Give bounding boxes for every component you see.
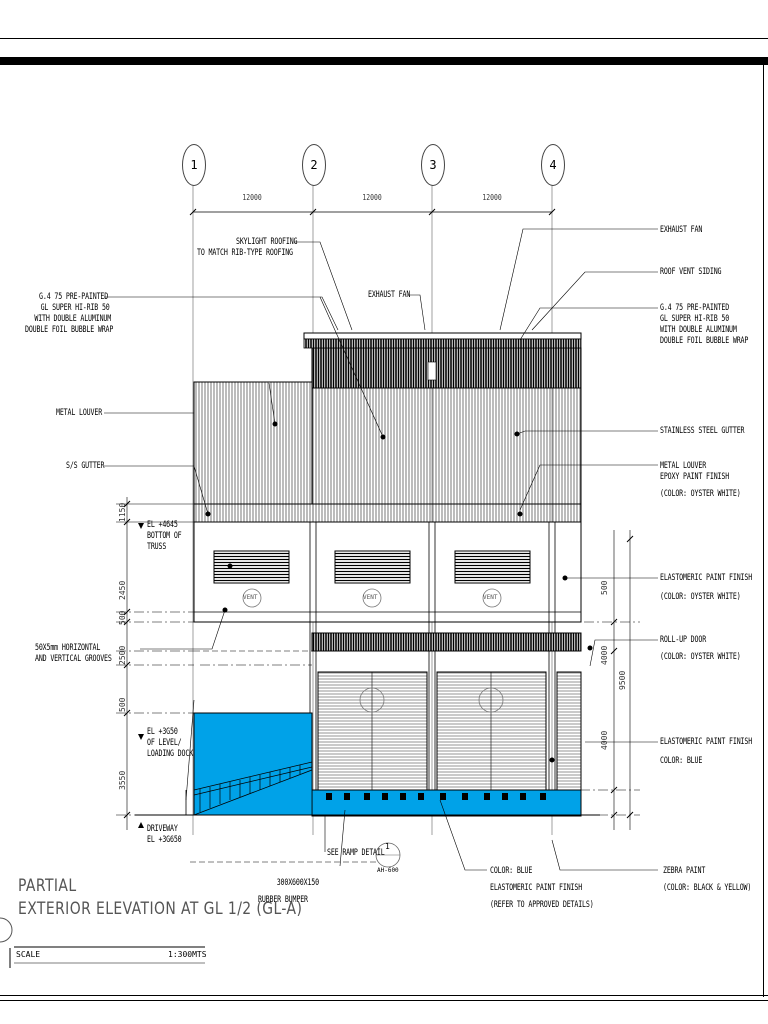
label-el-loading: EL +3G50 OF LEVEL/ LOADING DOCK: [147, 727, 194, 759]
label-elastomeric-white: ELASTOMERIC PAINT FINISH (COLOR: OYSTER …: [660, 573, 753, 602]
vdim-2450: 2450: [118, 580, 127, 600]
drawing-title-line2: EXTERIOR ELEVATION AT GL 1/2 (GL-A): [18, 899, 303, 919]
vent-label-3: VENT: [483, 594, 498, 601]
vent-label-1: VENT: [243, 594, 258, 601]
label-el-truss: EL +4645 BOTTOM OF TRUSS: [147, 520, 182, 552]
vdim-right-4000a: 4000: [600, 645, 609, 665]
right-border-line: [763, 57, 764, 997]
vdim-500b: 500: [118, 697, 127, 712]
bottom-border-line: [0, 995, 768, 996]
label-see-ramp: SEE RAMP DETAIL: [327, 848, 385, 858]
vdim-3550: 3550: [118, 770, 127, 790]
label-elastomeric-blue: ELASTOMERIC PAINT FINISH COLOR: BLUE: [660, 737, 753, 766]
label-louver-right: METAL LOUVER EPOXY PAINT FINISH (COLOR: …: [660, 461, 741, 499]
label-gutter-right: STAINLESS STEEL GUTTER: [660, 426, 745, 436]
label-rubber-bumper: 300X600X150 RUBBER BUMPER: [258, 878, 319, 905]
vdim-2500: 2500: [118, 645, 127, 665]
ramp-detail-number: 1: [385, 842, 390, 851]
label-ss-gutter: S/S GUTTER: [66, 461, 105, 471]
ramp-detail-sheet: AH-600: [377, 867, 399, 874]
scale-value: 1:300MTS: [168, 950, 207, 959]
label-exhaust-fan-right: EXHAUST FAN: [660, 225, 703, 235]
label-metal-louver: METAL LOUVER: [56, 408, 103, 418]
top-border-line: [0, 38, 768, 39]
grid-bubble-4: 4: [541, 144, 565, 186]
vdim-500a: 500: [118, 610, 127, 625]
label-skylight: SKYLIGHT ROOFING TO MATCH RIB-TYPE ROOFI…: [197, 237, 298, 258]
grid-bubble-2: 2: [302, 144, 326, 186]
bottom-border-line-2: [0, 1000, 768, 1001]
vdim-right-9500: 9500: [618, 670, 627, 690]
label-zebra-paint: ZEBRA PAINT (COLOR: BLACK & YELLOW): [663, 866, 752, 893]
vdim-1150: 1150: [118, 502, 127, 522]
drawing-title-line1: PARTIAL: [18, 876, 77, 896]
span-dim-2: 12000: [362, 193, 382, 202]
label-metal-roof-right: G.4 75 PRE-PAINTED GL SUPER HI-RIB 50 WI…: [660, 303, 749, 346]
label-metal-roof-left: G.4 75 PRE-PAINTED GL SUPER HI-RIB 50 WI…: [25, 292, 114, 335]
label-grooves: 50X5mm HORIZONTAL AND VERTICAL GROOVES: [35, 643, 112, 664]
vent-label-2: VENT: [363, 594, 378, 601]
label-el-driveway: DRIVEWAY EL +3G650: [147, 824, 182, 845]
scale-label: SCALE: [16, 950, 41, 959]
label-exhaust-fan-left: EXHAUST FAN: [368, 290, 411, 300]
label-roof-vent: ROOF VENT SIDING: [660, 267, 722, 277]
span-dim-3: 12000: [482, 193, 502, 202]
grid-bubble-1: 1: [182, 144, 206, 186]
vdim-right-500: 500: [600, 580, 609, 595]
label-rollup-door: ROLL-UP DOOR (COLOR: OYSTER WHITE): [660, 635, 741, 662]
top-thick-band: [0, 57, 768, 65]
label-color-blue: COLOR: BLUE ELASTOMERIC PAINT FINISH (RE…: [490, 866, 594, 910]
vdim-right-4000b: 4000: [600, 730, 609, 750]
grid-bubble-3: 3: [421, 144, 445, 186]
span-dim-1: 12000: [242, 193, 262, 202]
